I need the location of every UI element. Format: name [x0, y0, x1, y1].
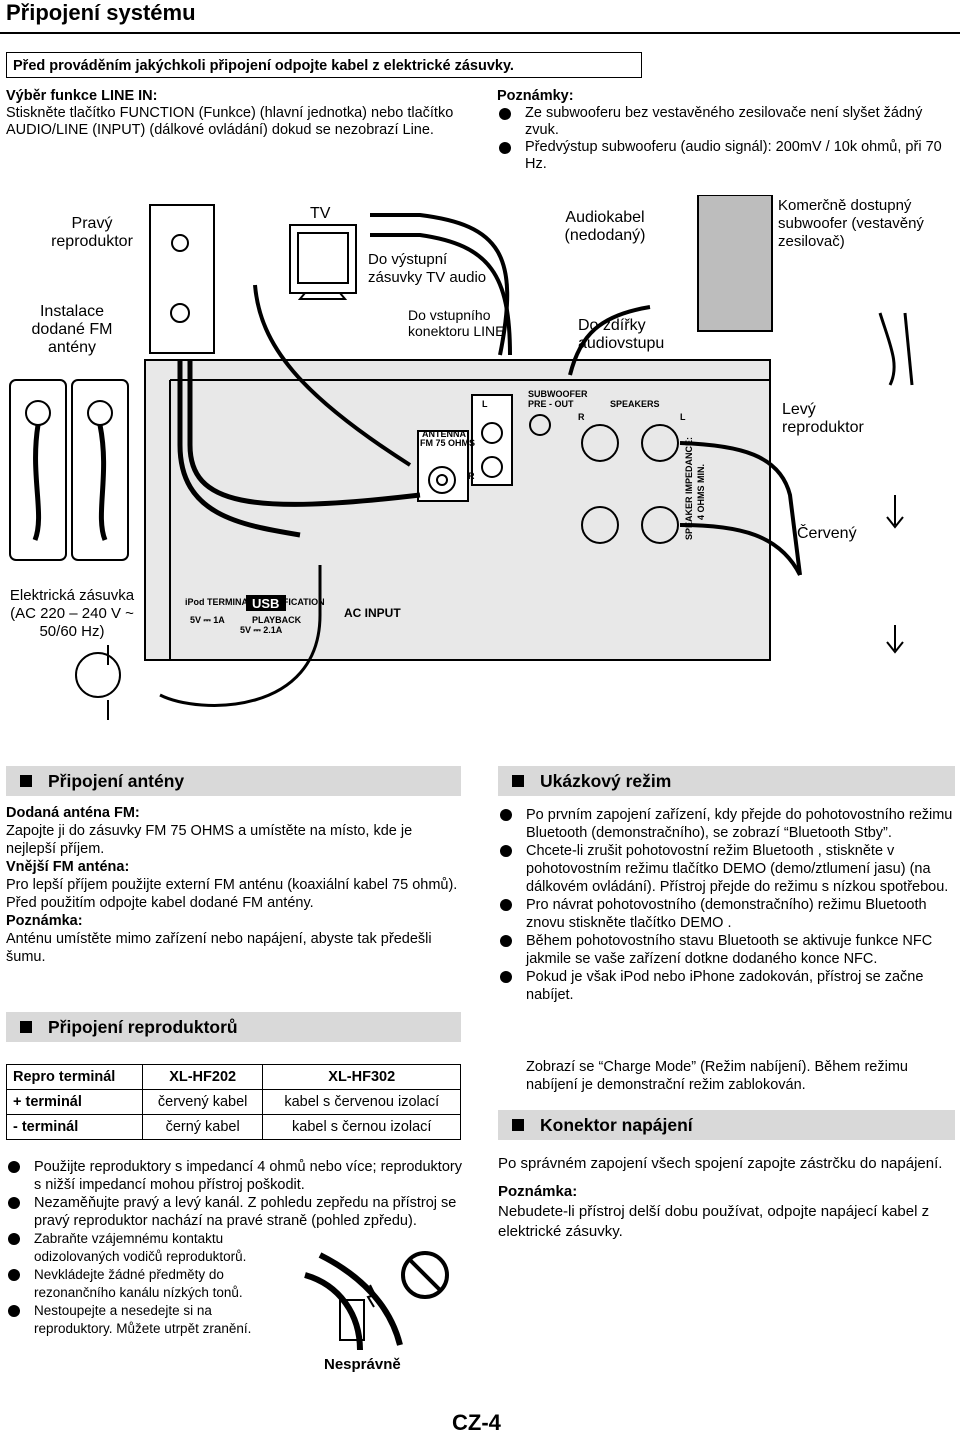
antenna-external-heading: Vnější FM anténa:: [6, 859, 130, 875]
table-cell: - terminál: [6, 1114, 143, 1140]
panel-preout: PRE - OUT: [528, 399, 574, 409]
subwoofer-shape: [697, 195, 773, 332]
speaker-terminal-table: Repro terminál XL-HF202 XL-HF302 + termi…: [6, 1064, 461, 1140]
label-right-speaker: Pravý reproduktor: [51, 215, 133, 250]
top-notes: Poznámky: Ze subwooferu bez vestavěného …: [497, 88, 957, 173]
list-item: Během pohotovostního stavu Bluetooth se …: [498, 932, 956, 968]
panel-usb-v: 5V ⎓ 2.1A: [240, 625, 283, 635]
power-text: Po správném zapojení všech spojení zapoj…: [498, 1155, 943, 1172]
right-speaker-shape: [149, 204, 215, 354]
demo-list: Po prvním zapojení zařízení, kdy přejde …: [498, 806, 956, 1004]
table-row: + terminál červený kabel kabel s červeno…: [6, 1089, 461, 1115]
top-note-item: Předvýstup subwooferu (audio signál): 20…: [497, 139, 957, 173]
speaker-section-heading: Připojení reproduktorů: [6, 1012, 461, 1042]
table-row: Repro terminál XL-HF202 XL-HF302: [6, 1064, 461, 1090]
panel-sub: SUBWOOFER: [528, 389, 588, 399]
panel-playback: PLAYBACK: [252, 615, 302, 625]
panel-antenna: ANTENNA: [422, 429, 466, 439]
label-tv-audio-out: Do výstupní zásuvky TV audio: [368, 251, 487, 286]
wrong-label: Nesprávně: [324, 1356, 401, 1373]
demo-section-heading: Ukázkový režim: [498, 766, 955, 796]
antenna-section-heading: Připojení antény: [6, 766, 461, 796]
antenna-external-text: Pro lepší příjem použijte externí FM ant…: [6, 877, 458, 911]
label-audio-cable: Audiokabel (nedodaný): [564, 209, 646, 244]
power-note-heading: Poznámka:: [498, 1183, 578, 1200]
demo-charge-text: Zobrazí se “Charge Mode” (Režim nabíjení…: [526, 1059, 908, 1093]
table-cell: červený kabel: [141, 1089, 264, 1115]
panel-line-l: L: [482, 399, 488, 409]
label-line-in: Do vstupního konektoru LINE: [408, 307, 505, 339]
main-unit-panel: [144, 359, 771, 661]
table-cell: Repro terminál: [6, 1064, 143, 1090]
panel-usb: USB: [252, 596, 279, 611]
line-in-heading: Výběr funkce LINE IN:: [6, 88, 158, 104]
list-item: Použijte reproduktory s impedancí 4 ohmů…: [6, 1158, 462, 1194]
power-section-heading: Konektor napájení: [498, 1110, 955, 1140]
label-tv: TV: [310, 205, 331, 222]
table-cell: XL-HF202: [141, 1064, 264, 1090]
page-title: Připojení systému: [6, 0, 196, 25]
label-left-speaker: Levý reproduktor: [782, 401, 864, 436]
antenna-supplied-text: Zapojte ji do zásuvky FM 75 OHMS a umíst…: [6, 823, 413, 857]
label-red: Červený: [797, 525, 857, 542]
line-in-text: Stiskněte tlačítko FUNCTION (Funkce) (hl…: [6, 105, 454, 138]
panel-line-r: R: [468, 471, 475, 481]
panel-sp-r: R: [578, 412, 585, 422]
list-item: Nevkládejte žádné předměty do rezonanční…: [6, 1266, 284, 1302]
list-item: Po prvním zapojení zařízení, kdy přejde …: [498, 806, 956, 842]
table-cell: kabel s černou izolací: [262, 1114, 461, 1140]
antenna-note-heading: Poznámka:: [6, 913, 83, 929]
diagram-drawing: ANTENNA FM 75 OHMS L R SUBWOOFER PRE - O…: [9, 195, 914, 720]
table-cell: černý kabel: [141, 1114, 264, 1140]
table-cell: + terminál: [6, 1089, 143, 1115]
power-note-text: Nebudete-li přístroj delší dobu používat…: [498, 1203, 930, 1240]
panel-fm75: FM 75 OHMS: [420, 438, 475, 448]
table-row: - terminál černý kabel kabel s černou iz…: [6, 1114, 461, 1140]
speaker-notes-list: Použijte reproduktory s impedancí 4 ohmů…: [6, 1158, 462, 1338]
warning-box: Před prováděním jakýchkoli připojení odp…: [6, 52, 642, 78]
list-item: Chcete-li zrušit pohotovostní režim Blue…: [498, 842, 956, 896]
title-divider: [0, 32, 960, 34]
prohibited-icon: [401, 1251, 449, 1299]
antenna-supplied-heading: Dodaná anténa FM:: [6, 805, 140, 821]
top-notes-heading: Poznámky:: [497, 88, 574, 104]
antenna-note-text: Anténu umístěte mimo zařízení nebo napáj…: [6, 931, 432, 965]
power-section-body: Po správném zapojení všech spojení zapoj…: [498, 1154, 956, 1242]
label-subwoofer: Komerčně dostupný subwoofer (vestavěný z…: [778, 197, 924, 250]
line-in-intro: Výběr funkce LINE IN: Stiskněte tlačítko…: [6, 88, 476, 139]
connection-diagram: ANTENNA FM 75 OHMS L R SUBWOOFER PRE - O…: [0, 195, 960, 740]
list-item: Nestoupejte a nesedejte si na reprodukto…: [6, 1302, 284, 1338]
table-cell: XL-HF302: [262, 1064, 461, 1090]
label-audio-out: Do zdířky audiovstupu: [578, 317, 665, 352]
label-fm-antenna: Instalace dodané FM antény: [31, 303, 113, 356]
list-item: Pokud je však iPod nebo iPhone zadokován…: [498, 968, 956, 1004]
panel-acinput: AC INPUT: [344, 606, 401, 620]
top-note-item: Ze subwooferu bez vestavěného zesilovače…: [497, 105, 957, 139]
page-number: CZ-4: [452, 1410, 501, 1435]
panel-sp-l: L: [680, 412, 686, 422]
list-item: Nezaměňujte pravý a levý kanál. Z pohled…: [6, 1194, 462, 1230]
antenna-section-body: Dodaná anténa FM: Zapojte ji do zásuvky …: [6, 804, 464, 966]
list-item: Zabraňte vzájemnému kontaktu odizolovaný…: [6, 1230, 284, 1266]
label-outlet: Elektrická zásuvka (AC 220 – 240 V ~ 50/…: [9, 587, 135, 640]
panel-speakers: SPEAKERS: [610, 399, 660, 409]
panel-imp2: 4 OHMS MIN.: [696, 464, 706, 520]
panel-ipod-v: 5V ⎓ 1A: [190, 615, 225, 625]
list-item: Pro návrat pohotovostního (demonstračníh…: [498, 896, 956, 932]
wrong-usage-drawing: [304, 1251, 449, 1351]
table-cell: kabel s červenou izolací: [262, 1089, 461, 1115]
panel-imp: SPEAKER IMPEDANCE:: [684, 437, 694, 540]
